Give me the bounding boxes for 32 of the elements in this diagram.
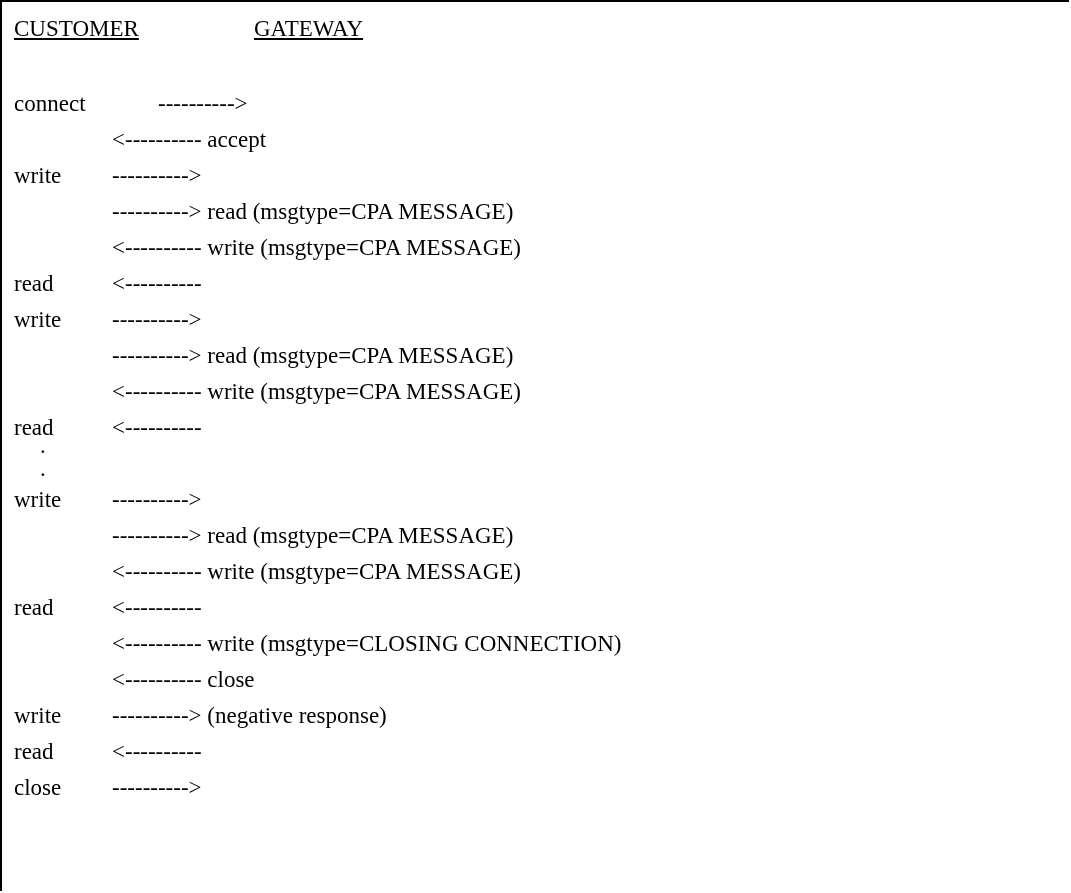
message-line: ----------> read (msgtype=CPA MESSAGE)	[112, 343, 514, 369]
message-line: <---------- write (msgtype=CPA MESSAGE)	[112, 235, 521, 261]
message-line: ----------> read (msgtype=CPA MESSAGE)	[112, 199, 514, 225]
column-heading: GATEWAY	[254, 16, 364, 42]
action-label: write	[14, 163, 62, 189]
action-label: write	[14, 703, 62, 729]
message-line: <---------- accept	[112, 127, 267, 153]
column-heading: CUSTOMER	[14, 16, 139, 42]
ellipsis-dot: .	[40, 456, 46, 482]
message-line: <---------- write (msgtype=CPA MESSAGE)	[112, 379, 521, 405]
message-line: <----------	[112, 595, 202, 621]
action-label: close	[14, 775, 62, 801]
message-line: <---------- write (msgtype=CPA MESSAGE)	[112, 559, 521, 585]
action-label: connect	[14, 91, 86, 117]
action-label: read	[14, 595, 54, 621]
action-label: read	[14, 415, 54, 441]
message-line: <----------	[112, 739, 202, 765]
action-label: read	[14, 271, 54, 297]
message-line: <----------	[112, 271, 202, 297]
action-label: write	[14, 487, 62, 513]
action-label: write	[14, 307, 62, 333]
message-line: ---------->	[112, 307, 202, 333]
message-line: ---------->	[112, 487, 202, 513]
message-line: ---------->	[112, 163, 202, 189]
message-line: ----------> (negative response)	[112, 703, 387, 729]
message-line: ---------->	[112, 775, 202, 801]
message-line: ----------> read (msgtype=CPA MESSAGE)	[112, 523, 514, 549]
action-label: read	[14, 739, 54, 765]
message-line: <----------	[112, 415, 202, 441]
message-line: <---------- write (msgtype=CLOSING CONNECTION)	[112, 631, 622, 657]
message-line: <---------- close	[112, 667, 255, 693]
message-line: ---------->	[158, 91, 248, 117]
